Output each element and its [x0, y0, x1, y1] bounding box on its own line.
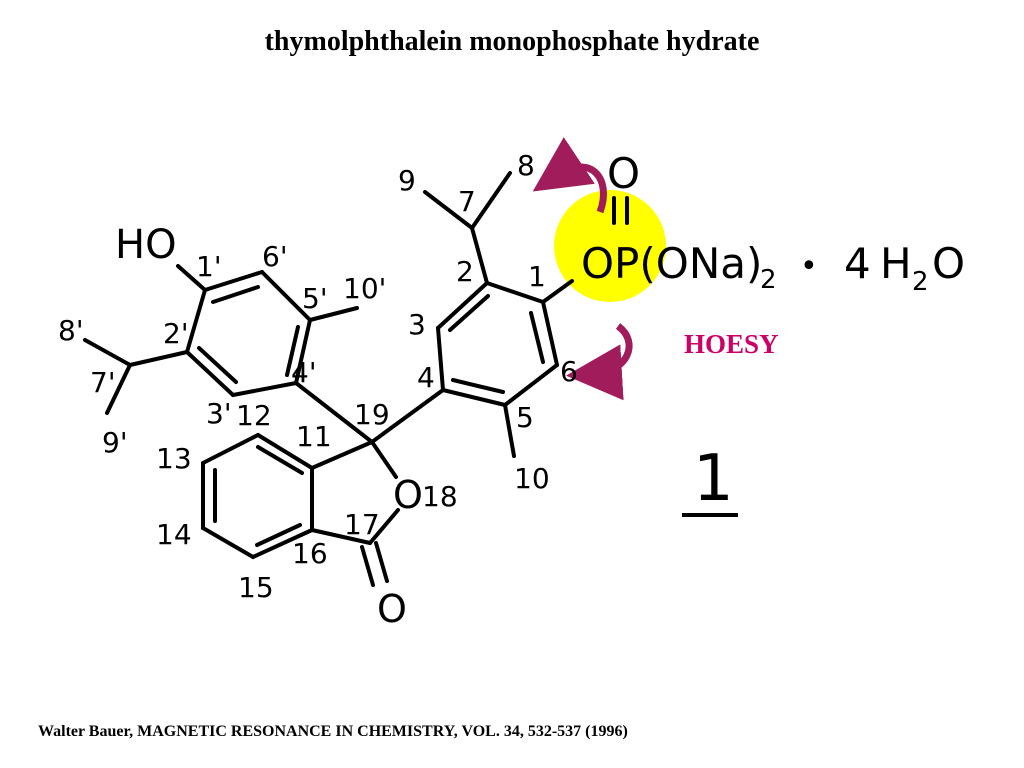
phosphate-oxygen-highlight: [554, 190, 666, 302]
water-subscript: 2: [912, 267, 929, 297]
num-11: 11: [296, 420, 332, 453]
num-3: 3: [408, 308, 426, 341]
num-1p: 1': [196, 250, 222, 283]
num-3p: 3': [206, 397, 232, 430]
water-oxygen: O: [932, 239, 965, 288]
num-17: 17: [344, 508, 380, 541]
num-10: 10: [514, 462, 550, 495]
num-14: 14: [156, 518, 192, 551]
num-9: 9: [398, 164, 416, 197]
num-5p: 5': [302, 282, 328, 315]
num-15: 15: [238, 571, 274, 604]
num-8p: 8': [58, 314, 84, 347]
water-coefficient: 4: [844, 239, 871, 288]
num-6: 6: [560, 355, 578, 388]
page-title: thymolphthalein monophosphate hydrate: [264, 26, 760, 57]
water-hydrogen: H: [880, 239, 912, 288]
num-1: 1: [528, 260, 546, 293]
num-12: 12: [236, 399, 272, 432]
num-19: 19: [354, 398, 390, 431]
num-2p: 2': [163, 317, 189, 350]
double-bond-oxygen-label: O: [607, 149, 640, 198]
num-16: 16: [292, 537, 328, 570]
hoesy-arrow-lower: [566, 323, 633, 401]
bonds: [83, 171, 629, 587]
num-8: 8: [517, 149, 535, 182]
num-18: 18: [422, 480, 458, 513]
num-6p: 6': [262, 240, 288, 273]
compound-number: 1: [693, 442, 734, 516]
hoesy-label: HOESY: [684, 329, 779, 359]
num-7p: 7': [90, 366, 116, 399]
oxygen-18-label: O: [393, 473, 423, 517]
atom-numbering: 1' 2' 3' 4' 5' 6' 7' 8' 9' 10' 1 2 3 4 5…: [58, 149, 578, 604]
citation: Walter Bauer, MAGNETIC RESONANCE IN CHEM…: [38, 723, 628, 740]
hydroxyl-label: HO: [115, 222, 177, 268]
num-13: 13: [156, 442, 192, 475]
phosphate-subscript: 2: [760, 265, 777, 295]
num-4: 4: [417, 361, 435, 394]
phosphate-group-label: OP(ONa): [581, 239, 762, 288]
carbonyl-oxygen-label: O: [377, 587, 407, 631]
num-9p: 9': [102, 426, 128, 459]
num-7: 7: [458, 185, 476, 218]
num-5: 5: [516, 401, 534, 434]
hoesy-arrow-upper: [532, 137, 607, 214]
num-10p: 10': [343, 272, 386, 305]
num-2: 2: [456, 255, 474, 288]
hydrate-dot: •: [800, 249, 818, 284]
num-4p: 4': [291, 356, 317, 389]
